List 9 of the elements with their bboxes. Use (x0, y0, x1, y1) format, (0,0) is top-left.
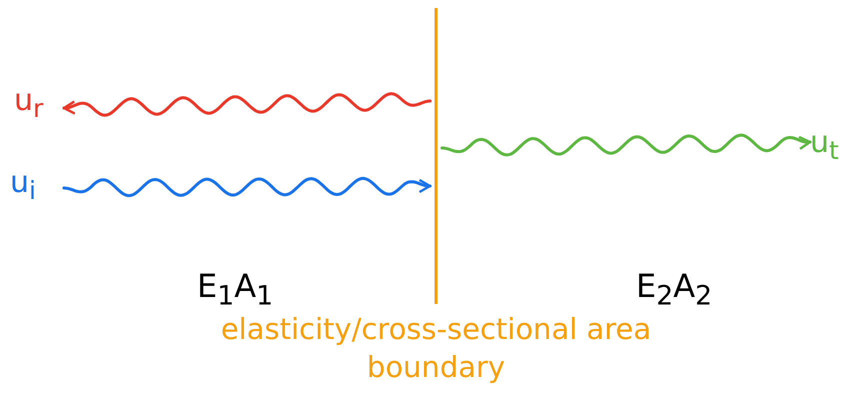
wave-label: u$_{t}$ (810, 128, 839, 163)
material-label: E$_{1}$A$_{1}$ (197, 270, 274, 310)
wave-label: u$_{i}$ (10, 168, 36, 203)
wave-arrow (62, 176, 432, 198)
material-label: E$_{2}$A$_{2}$ (636, 270, 712, 310)
wave-arrow (62, 92, 432, 117)
wave-arrow (440, 134, 812, 156)
wave-label: u$_{r}$ (14, 86, 44, 121)
boundary-caption: elasticity/cross-sectional area boundary (220, 311, 652, 386)
